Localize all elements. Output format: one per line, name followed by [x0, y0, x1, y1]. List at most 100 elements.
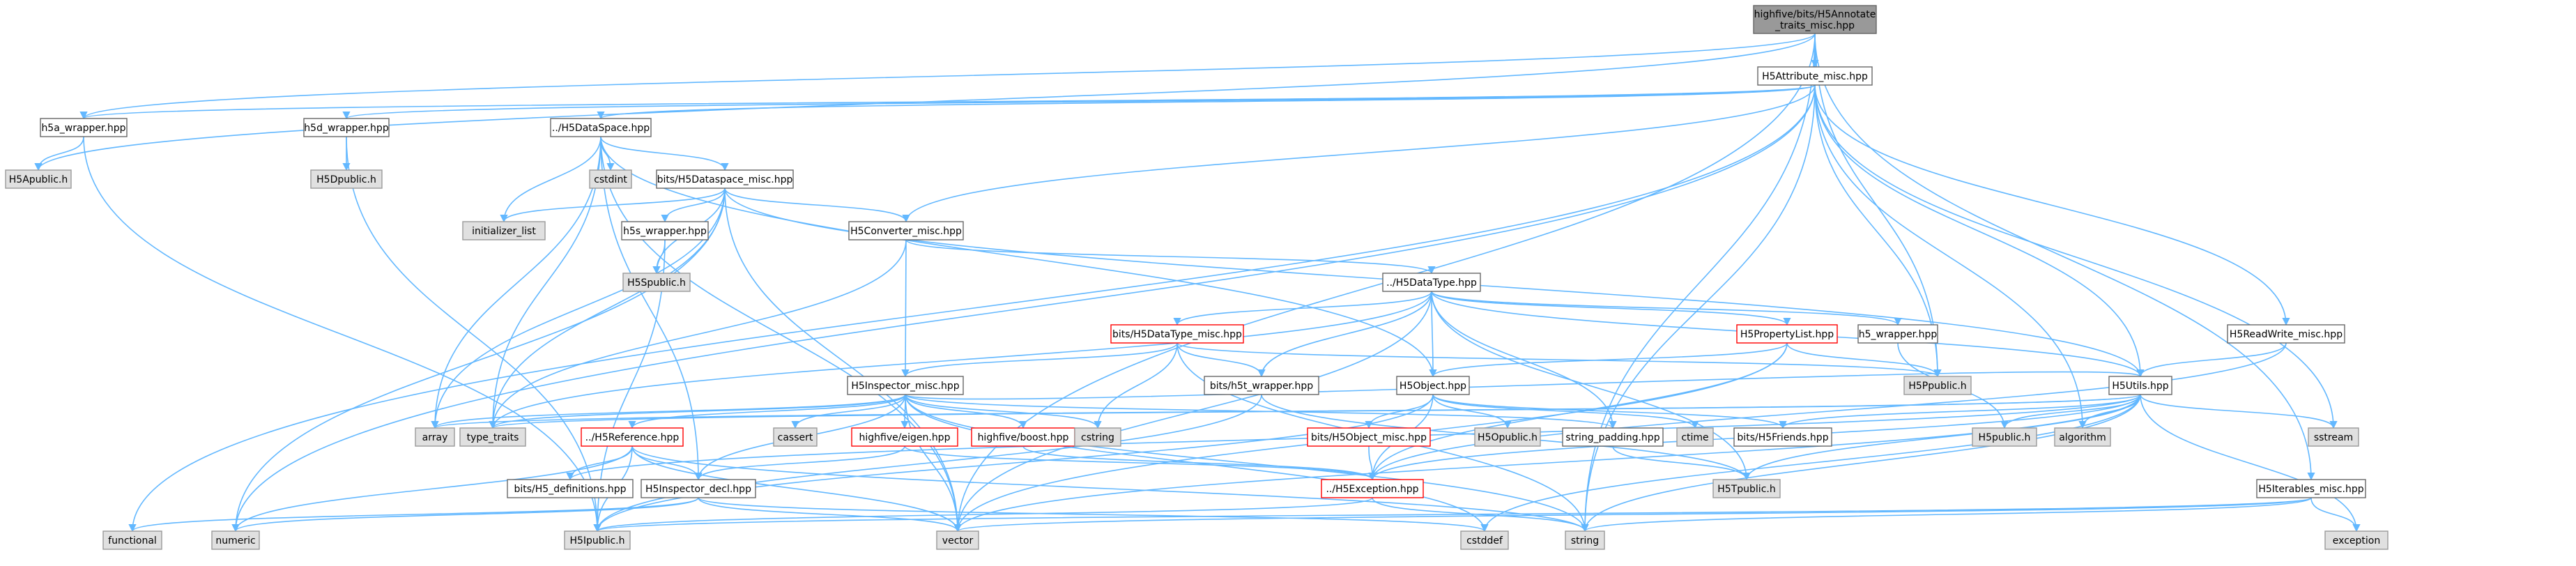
node-box-h5attribute_misc — [1757, 66, 1873, 86]
node-h5_definitions[interactable]: bits/H5_definitions.hpp — [507, 479, 634, 498]
edge-h5inspector_misc-to-cstring — [905, 394, 1102, 429]
node-h5inspector_decl[interactable]: H5Inspector_decl.hpp — [641, 479, 756, 498]
node-label-h5_wrapper: h5_wrapper.hpp — [1859, 329, 1938, 340]
node-label-h5friends: bits/H5Friends.hpp — [1737, 432, 1828, 443]
node-label-h5datatype_misc: bits/H5DataType_misc.hpp — [1112, 329, 1242, 340]
edge-h5datatype-to-h5datatype_misc — [1173, 291, 1432, 326]
node-h5converter_misc[interactable]: H5Converter_misc.hpp — [848, 221, 964, 240]
edge-h5object-to-ctime — [1432, 394, 1699, 429]
node-label-ctime: ctime — [1681, 432, 1708, 443]
node-h5friends[interactable]: bits/H5Friends.hpp — [1733, 427, 1832, 447]
edge-h5datatype-to-vector — [953, 291, 1432, 533]
node-label-h5propertylist: H5PropertyList.hpp — [1740, 329, 1834, 340]
node-h5readwrite_misc[interactable]: H5ReadWrite_misc.hpp — [2227, 324, 2345, 344]
edge-h5dataspace_misc-to-initializer_list — [500, 188, 726, 223]
edge-h5datatype-to-h5tpublic — [1431, 291, 1751, 481]
node-box-vector — [936, 530, 979, 550]
node-box-h5dpublic — [310, 169, 383, 189]
edge-h5reference-to-string — [631, 445, 1589, 533]
edge-h5converter_misc-to-type_traits — [489, 239, 907, 429]
node-h5dataspace[interactable]: ../H5DataSpace.hpp — [550, 118, 652, 137]
node-box-cstdint — [589, 169, 632, 189]
node-label-h5opublic: H5Opublic.h — [1478, 432, 1538, 443]
node-box-cstddef — [1460, 530, 1509, 550]
node-h5datatype[interactable]: ../H5DataType.hpp — [1382, 273, 1481, 292]
node-h5d_wrapper[interactable]: h5d_wrapper.hpp — [303, 118, 390, 137]
node-box-h5apublic — [5, 169, 72, 189]
edge-h5iterables_misc-to-vector — [954, 497, 2312, 533]
node-label-h5ipublic: H5Ipublic.h — [569, 535, 624, 546]
node-h5dataspace_misc[interactable]: bits/H5Dataspace_misc.hpp — [656, 169, 794, 189]
node-box-h5inspector_misc — [847, 376, 964, 395]
node-label-h5exception: ../H5Exception.hpp — [1326, 484, 1418, 495]
edge-h5inspector_misc-to-type_traits — [489, 394, 906, 429]
node-label-h5inspector_decl: H5Inspector_decl.hpp — [645, 484, 751, 495]
node-h5exception[interactable]: ../H5Exception.hpp — [1321, 479, 1424, 498]
node-root[interactable]: highfive/bits/H5Annotate_traits_misc.hpp — [1753, 5, 1877, 34]
node-box-h5inspector_decl — [641, 479, 756, 498]
node-algorithm: algorithm — [2054, 427, 2111, 447]
edge-h5attribute_misc-to-h5dataspace — [597, 84, 1816, 120]
node-label-string_padding: string_padding.hpp — [1565, 432, 1659, 443]
node-label-h5public: H5public.h — [1979, 432, 2031, 443]
node-label-cstdint: cstdint — [594, 174, 627, 185]
node-h5attribute_misc[interactable]: H5Attribute_misc.hpp — [1757, 66, 1873, 86]
node-h5_wrapper[interactable]: h5_wrapper.hpp — [1857, 324, 1938, 344]
node-h5reference[interactable]: ../H5Reference.hpp — [581, 427, 684, 447]
edge-h5inspector_misc-to-string — [905, 394, 1589, 533]
node-cstring: cstring — [1074, 427, 1121, 447]
edge-h5inspector_decl-to-functional — [128, 497, 699, 533]
node-h5inspector_misc[interactable]: H5Inspector_misc.hpp — [847, 376, 964, 395]
node-label-h5reference: ../H5Reference.hpp — [585, 432, 680, 443]
node-label-h5t_wrapper: bits/h5t_wrapper.hpp — [1210, 381, 1313, 392]
node-h5public: H5public.h — [1972, 427, 2037, 447]
node-h5datatype_misc[interactable]: bits/H5DataType_misc.hpp — [1110, 324, 1244, 344]
node-box-h5converter_misc — [848, 221, 964, 240]
node-highfive_boost[interactable]: highfive/boost.hpp — [971, 427, 1075, 447]
node-box-h5utils — [2108, 376, 2172, 395]
node-label-h5s_wrapper: h5s_wrapper.hpp — [623, 226, 707, 237]
node-string_padding[interactable]: string_padding.hpp — [1562, 427, 1664, 447]
node-box-h5public — [1972, 427, 2037, 447]
node-h5a_wrapper[interactable]: h5a_wrapper.hpp — [40, 118, 128, 137]
node-h5iterables_misc[interactable]: H5Iterables_misc.hpp — [2256, 479, 2366, 498]
edge-h5converter_misc-to-h5datatype — [905, 239, 1436, 275]
node-h5propertylist[interactable]: H5PropertyList.hpp — [1736, 324, 1838, 344]
edge-h5dataspace-to-type_traits — [489, 136, 601, 429]
edge-h5propertylist-to-h5object — [1429, 342, 1788, 378]
node-label-highfive_boost: highfive/boost.hpp — [978, 432, 1069, 443]
node-label-h5datatype: ../H5DataType.hpp — [1386, 277, 1477, 289]
edge-h5datatype-to-h5object — [1429, 291, 1437, 378]
node-h5t_wrapper[interactable]: bits/h5t_wrapper.hpp — [1204, 376, 1319, 395]
edge-h5dataspace_misc-to-numeric — [231, 188, 726, 533]
node-h5utils[interactable]: H5Utils.hpp — [2108, 376, 2172, 395]
node-h5object[interactable]: H5Object.hpp — [1396, 376, 1470, 395]
node-label-array: array — [422, 432, 448, 443]
node-label-h5ppublic: H5Ppublic.h — [1908, 381, 1966, 392]
node-label-h5d_wrapper: h5d_wrapper.hpp — [304, 123, 389, 134]
node-cstdint: cstdint — [589, 169, 632, 189]
node-h5spublic: H5Spublic.h — [622, 273, 691, 292]
node-label-root: highfive/bits/H5Annotate — [1754, 9, 1876, 20]
edge-h5dataspace-to-h5dataspace_misc — [600, 136, 729, 171]
node-box-highfive_boost — [971, 427, 1075, 447]
node-label-h5object_misc: bits/H5Object_misc.hpp — [1311, 432, 1427, 443]
edge-h5datatype-to-h5propertylist — [1431, 291, 1791, 326]
edge-h5utils-to-type_traits — [489, 394, 2141, 429]
edge-h5datatype-to-string_padding — [1431, 291, 1617, 429]
edge-h5attribute_misc-to-h5a_wrapper — [80, 84, 1816, 120]
node-label-numeric: numeric — [215, 535, 255, 546]
node-label-h5converter_misc: H5Converter_misc.hpp — [850, 226, 962, 237]
node-box-h5tpublic — [1712, 479, 1781, 498]
node-box-h5object — [1396, 376, 1470, 395]
node-cassert: cassert — [773, 427, 818, 447]
node-label-algorithm: algorithm — [2059, 432, 2106, 443]
edge-h5attribute_misc-to-h5ppublic — [1814, 84, 1942, 378]
edge-highfive_boost-to-h5exception — [1022, 445, 1377, 481]
node-h5s_wrapper[interactable]: h5s_wrapper.hpp — [621, 221, 709, 240]
node-highfive_eigen[interactable]: highfive/eigen.hpp — [851, 427, 958, 447]
node-h5object_misc[interactable]: bits/H5Object_misc.hpp — [1307, 427, 1431, 447]
edge-h5datatype-to-h5t_wrapper — [1257, 291, 1432, 378]
node-exception: exception — [2324, 530, 2389, 550]
node-label-cassert: cassert — [778, 432, 813, 443]
